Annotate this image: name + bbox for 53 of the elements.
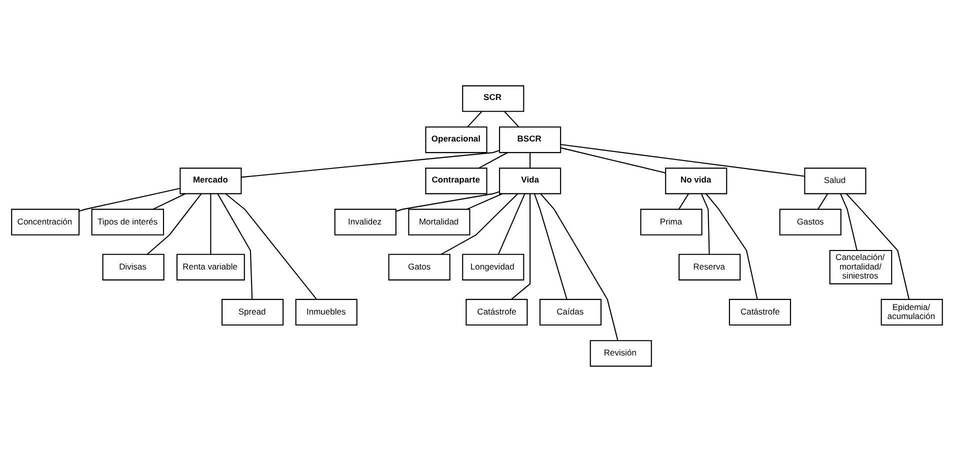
node-box: Salud [804, 168, 866, 194]
connector [396, 191, 500, 212]
node-box: Concentración [11, 208, 80, 236]
node-box: Catástrofe [466, 298, 528, 326]
connector [146, 193, 202, 255]
node-box: Spread [222, 298, 284, 326]
connector [700, 194, 710, 254]
node-box: Caídas [539, 298, 602, 326]
node-box: Mortalidad [408, 208, 470, 236]
node-box: Vida [499, 168, 562, 194]
connector [846, 194, 910, 300]
connector [817, 194, 828, 210]
connector [534, 194, 568, 300]
connector [217, 194, 253, 300]
connector [241, 150, 500, 178]
node-box: BSCR [499, 126, 562, 154]
connector [560, 147, 666, 174]
connector [79, 188, 180, 212]
node-box: Divisas [102, 254, 164, 280]
node-box: Reserva [678, 254, 741, 280]
node-box: No vida [665, 168, 728, 194]
connector [511, 194, 531, 300]
connector [225, 193, 318, 300]
connector [840, 194, 858, 250]
connector [504, 111, 520, 128]
node-box: Catástrofe [728, 298, 792, 326]
node-box: Gastos [779, 208, 842, 236]
node-box: Invalidez [334, 208, 396, 236]
node-box: Revisión [590, 340, 652, 367]
node-box: Cancelación/ mortalidad/ siniestros [829, 250, 892, 284]
connector [152, 193, 186, 210]
node-box: Tipos de interés [91, 208, 164, 236]
connector [478, 152, 508, 169]
node-box: Operacional [425, 126, 488, 154]
node-box: Mercado [180, 168, 242, 194]
connector [210, 194, 212, 254]
node-box: Epidemia/ acumulación [880, 298, 943, 326]
connector [706, 194, 758, 300]
connector [498, 194, 526, 255]
node-box: Prima [640, 208, 702, 236]
connector [560, 144, 805, 177]
connector [467, 111, 482, 128]
node-box: Inmuebles [295, 298, 358, 326]
connector [466, 193, 503, 210]
node-box: Contraparte [425, 168, 488, 194]
node-box: SCR [462, 85, 524, 112]
node-box: Gatos [388, 254, 450, 280]
connector [530, 152, 531, 168]
connector [678, 194, 689, 210]
connector [440, 193, 518, 255]
connector [540, 194, 618, 341]
node-box: Renta variable [176, 254, 245, 280]
node-box: Longevidad [462, 254, 524, 280]
